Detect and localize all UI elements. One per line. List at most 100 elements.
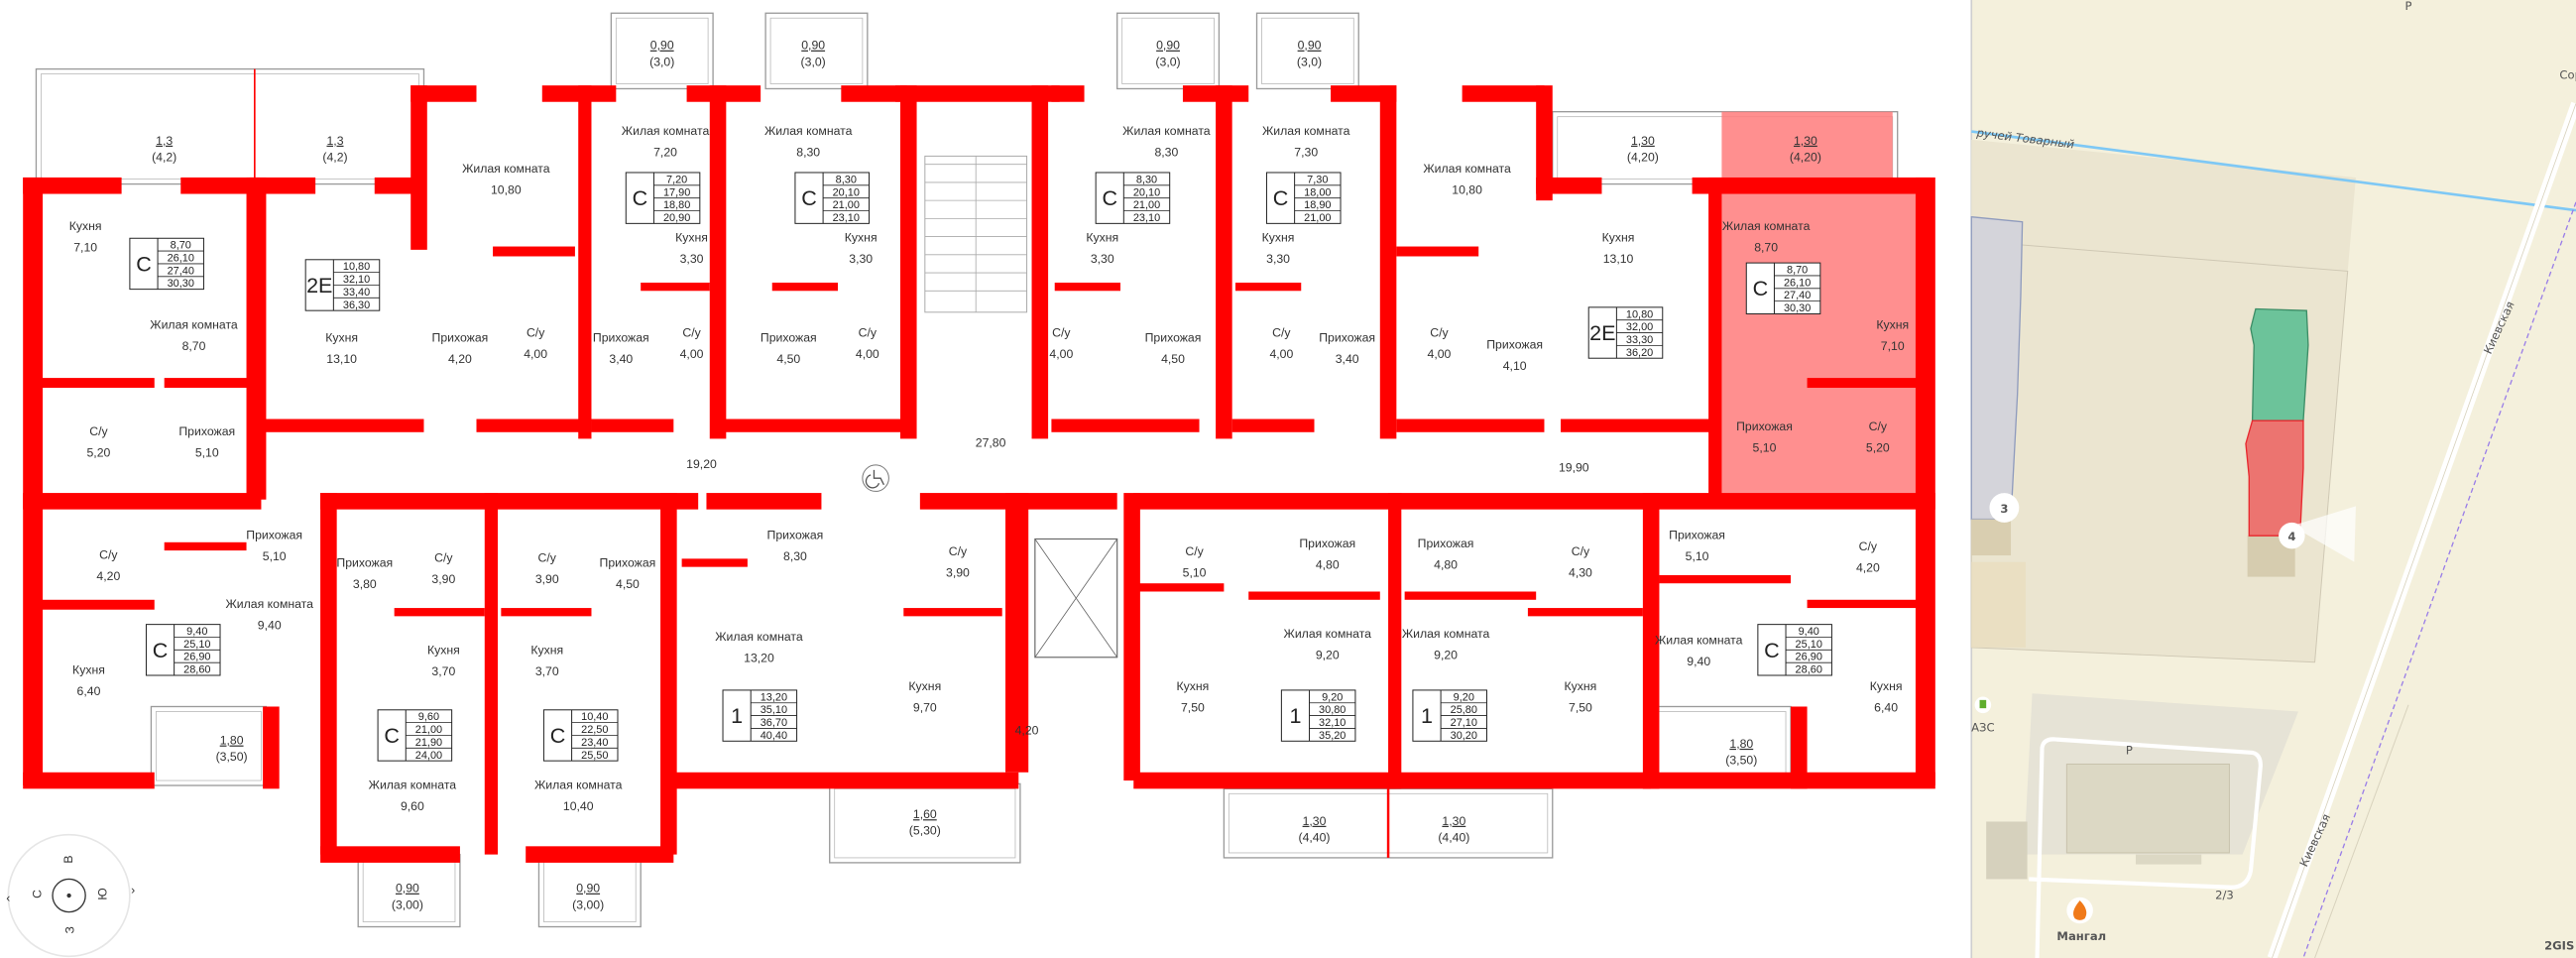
- balcony-area: 1,3: [156, 134, 173, 148]
- room-area: 3,40: [609, 352, 633, 366]
- wall: [493, 246, 575, 257]
- balcony-outline: [35, 67, 425, 185]
- apartment-area-value: 36,30: [343, 299, 370, 311]
- selected-apartment-highlight[interactable]: [1708, 183, 1932, 507]
- apartment-area-value: 30,30: [168, 278, 194, 290]
- street-edge: [2272, 103, 2576, 958]
- balcony-area: 0,90: [396, 882, 419, 896]
- apartment[interactable]: Жилая комната8,30Кухня3,30С/у4,00Прихожа…: [1049, 39, 1210, 366]
- rotate-right-icon[interactable]: ›: [131, 883, 135, 897]
- parking-label-top: P: [2405, 0, 2412, 13]
- wall: [1388, 772, 1652, 789]
- room-name: С/у: [682, 326, 701, 340]
- building-3-marker[interactable]: [1989, 493, 2020, 523]
- room-area: 7,10: [73, 241, 97, 255]
- apartment-area-value: 33,30: [1626, 334, 1653, 346]
- selected-apartment-balcony[interactable]: [1721, 111, 1893, 184]
- building-4-marker[interactable]: [2279, 522, 2305, 549]
- apartment[interactable]: Жилая комната7,20Кухня3,30Прихожая3,40С/…: [593, 39, 710, 366]
- apartment-area-value: 25,10: [1796, 639, 1822, 651]
- room-name: С/у: [1185, 544, 1204, 558]
- side-road: [2314, 704, 2409, 958]
- balcony-total-area: (4,2): [322, 150, 347, 164]
- room-area: 3,30: [1091, 252, 1114, 266]
- apartment-area-value: 30,30: [1784, 302, 1811, 314]
- warehouse-building: [2065, 763, 2230, 854]
- apartment[interactable]: Жилая комната8,30Кухня3,30Прихожая4,50С/…: [761, 39, 879, 366]
- balcony-total-area: (3,50): [216, 750, 248, 764]
- balcony-inner: [769, 17, 864, 84]
- room-area: 3,90: [431, 572, 455, 586]
- balcony-area: 1,30: [1303, 814, 1327, 828]
- apartment[interactable]: Жилая комната8,70Кухня7,10Прихожая5,10С/…: [1722, 134, 1909, 455]
- apartment-area-value: 9,60: [418, 711, 439, 723]
- apartment-area-value: 26,10: [168, 253, 194, 265]
- room-name: Кухня: [1177, 679, 1210, 693]
- balcony-total-area: (3,0): [1297, 55, 1322, 68]
- building-4-number: 4: [2287, 530, 2295, 543]
- room-name: Кухня: [675, 231, 708, 245]
- room-name: Кухня: [908, 679, 941, 693]
- apartment-area-value: 18,00: [1304, 186, 1331, 198]
- apartment[interactable]: Жилая комната10,80Кухня13,10С/у4,00Прихо…: [1423, 134, 1664, 373]
- apartment-type: 2Е: [1589, 321, 1615, 345]
- building-3-number: 3: [2000, 502, 2008, 516]
- wall: [23, 772, 155, 789]
- apartment-area-value: 8,30: [1136, 174, 1157, 185]
- balcony-area: 1,30: [1794, 134, 1817, 148]
- wall: [320, 493, 699, 510]
- room-area: 13,10: [1603, 252, 1634, 266]
- room-name: Прихожая: [336, 556, 393, 570]
- wall: [1133, 772, 1397, 789]
- apartment-type: 1: [1421, 704, 1433, 728]
- room-area: 3,70: [535, 664, 559, 678]
- balcony-total-area: (4,40): [1299, 830, 1331, 844]
- wall: [526, 846, 674, 863]
- room-name: С/у: [434, 551, 453, 565]
- apartment-area-value: 30,80: [1319, 704, 1346, 716]
- staircase: [924, 155, 1028, 313]
- wall: [1659, 574, 1792, 584]
- wall: [841, 85, 907, 102]
- balcony-area: 1,80: [1729, 737, 1753, 751]
- room-area: 7,50: [1569, 700, 1592, 714]
- room-name: Кухня: [1876, 317, 1909, 331]
- room-area: 3,70: [431, 664, 455, 678]
- wall: [23, 177, 122, 194]
- room-area: 4,50: [776, 352, 800, 366]
- room-name: Прихожая: [246, 528, 302, 541]
- room-name: Прихожая: [600, 556, 656, 570]
- apartment-area-value: 21,90: [415, 737, 442, 749]
- rotate-left-icon[interactable]: ‹: [6, 892, 10, 905]
- wall: [23, 177, 44, 786]
- balcony-area: 1,30: [1442, 814, 1465, 828]
- apartment[interactable]: Жилая комната7,30Кухня3,30С/у4,00Прихожа…: [1262, 39, 1375, 366]
- room-name: Жилая комната: [369, 778, 457, 791]
- room-name: С/у: [1272, 326, 1291, 340]
- room-name: Жилая комната: [150, 317, 238, 331]
- wall: [39, 599, 155, 610]
- wall: [1642, 493, 1660, 789]
- apartment[interactable]: Жилая комната10,80Кухня13,10Прихожая4,20…: [304, 134, 550, 366]
- apartment-area-value: 7,30: [1307, 174, 1328, 185]
- room-area: 4,00: [1269, 347, 1293, 361]
- apartment-area-value: 26,90: [183, 652, 210, 663]
- location-map[interactable]: ручей Товарный43КиевскаяКиевскаяАЗСМанга…: [1970, 0, 2576, 958]
- wall: [723, 419, 904, 432]
